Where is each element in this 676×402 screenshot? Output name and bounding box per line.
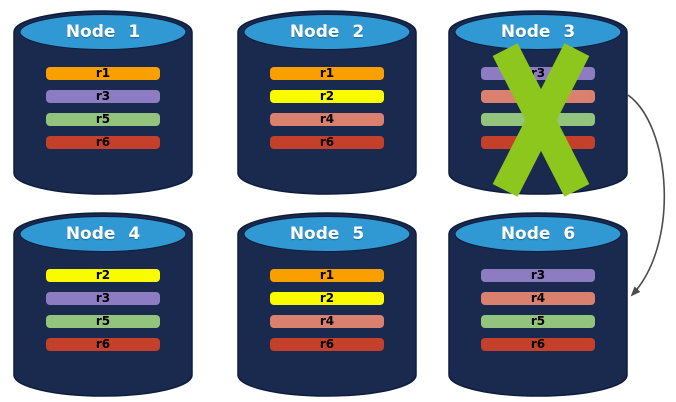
replica-bar: r6: [270, 338, 384, 351]
node-2-replica-list: r1 r2 r4 r6: [270, 67, 384, 159]
node-4-replica-list: r2 r3 r5 r6: [46, 269, 160, 361]
node-4-title: Node 4: [65, 224, 141, 244]
replica-bar: r2: [46, 269, 160, 282]
replica-bar: r3: [481, 67, 595, 80]
replica-bar: r6: [481, 136, 595, 149]
replica-bar: r4: [270, 315, 384, 328]
replica-bar: r2: [270, 292, 384, 305]
replica-bar: r6: [46, 136, 160, 149]
node-6-replica-list: r3 r4 r5 r6: [481, 269, 595, 361]
replica-bar: r6: [46, 338, 160, 351]
replica-bar: r1: [46, 67, 160, 80]
node-1-replica-list: r1 r3 r5 r6: [46, 67, 160, 159]
replica-bar: r4: [270, 113, 384, 126]
node-3-title: Node 3: [500, 22, 576, 42]
node-5-title: Node 5: [289, 224, 365, 244]
replica-bar: r1: [270, 67, 384, 80]
replica-bar: r6: [270, 136, 384, 149]
replica-bar: r3: [46, 292, 160, 305]
node-1: Node 1 r1 r3 r5 r6: [13, 10, 193, 195]
replica-bar: r1: [270, 269, 384, 282]
replica-bar: r6: [481, 338, 595, 351]
node-4: Node 4 r2 r3 r5 r6: [13, 212, 193, 397]
node-3: Node 3 r3 r4 r5 r6: [448, 10, 628, 197]
replica-bar: r5: [46, 315, 160, 328]
node-1-title: Node 1: [65, 22, 141, 42]
replica-bar: r4: [481, 292, 595, 305]
node-3-replica-list: r3 r4 r5 r6: [481, 67, 595, 159]
node-5-replica-list: r1 r2 r4 r6: [270, 269, 384, 361]
replica-bar: r5: [481, 315, 595, 328]
replica-bar: r5: [46, 113, 160, 126]
node-5: Node 5 r1 r2 r4 r6: [237, 212, 417, 397]
replica-bar: r2: [270, 90, 384, 103]
replica-bar: r5: [481, 113, 595, 126]
replica-bar: r3: [46, 90, 160, 103]
replica-bar: r4: [481, 90, 595, 103]
node-2: Node 2 r1 r2 r4 r6: [237, 10, 417, 195]
node-6: Node 6 r3 r4 r5 r6: [448, 212, 628, 397]
replica-bar: r3: [481, 269, 595, 282]
node-2-title: Node 2: [289, 22, 365, 42]
node-6-title: Node 6: [500, 224, 576, 244]
